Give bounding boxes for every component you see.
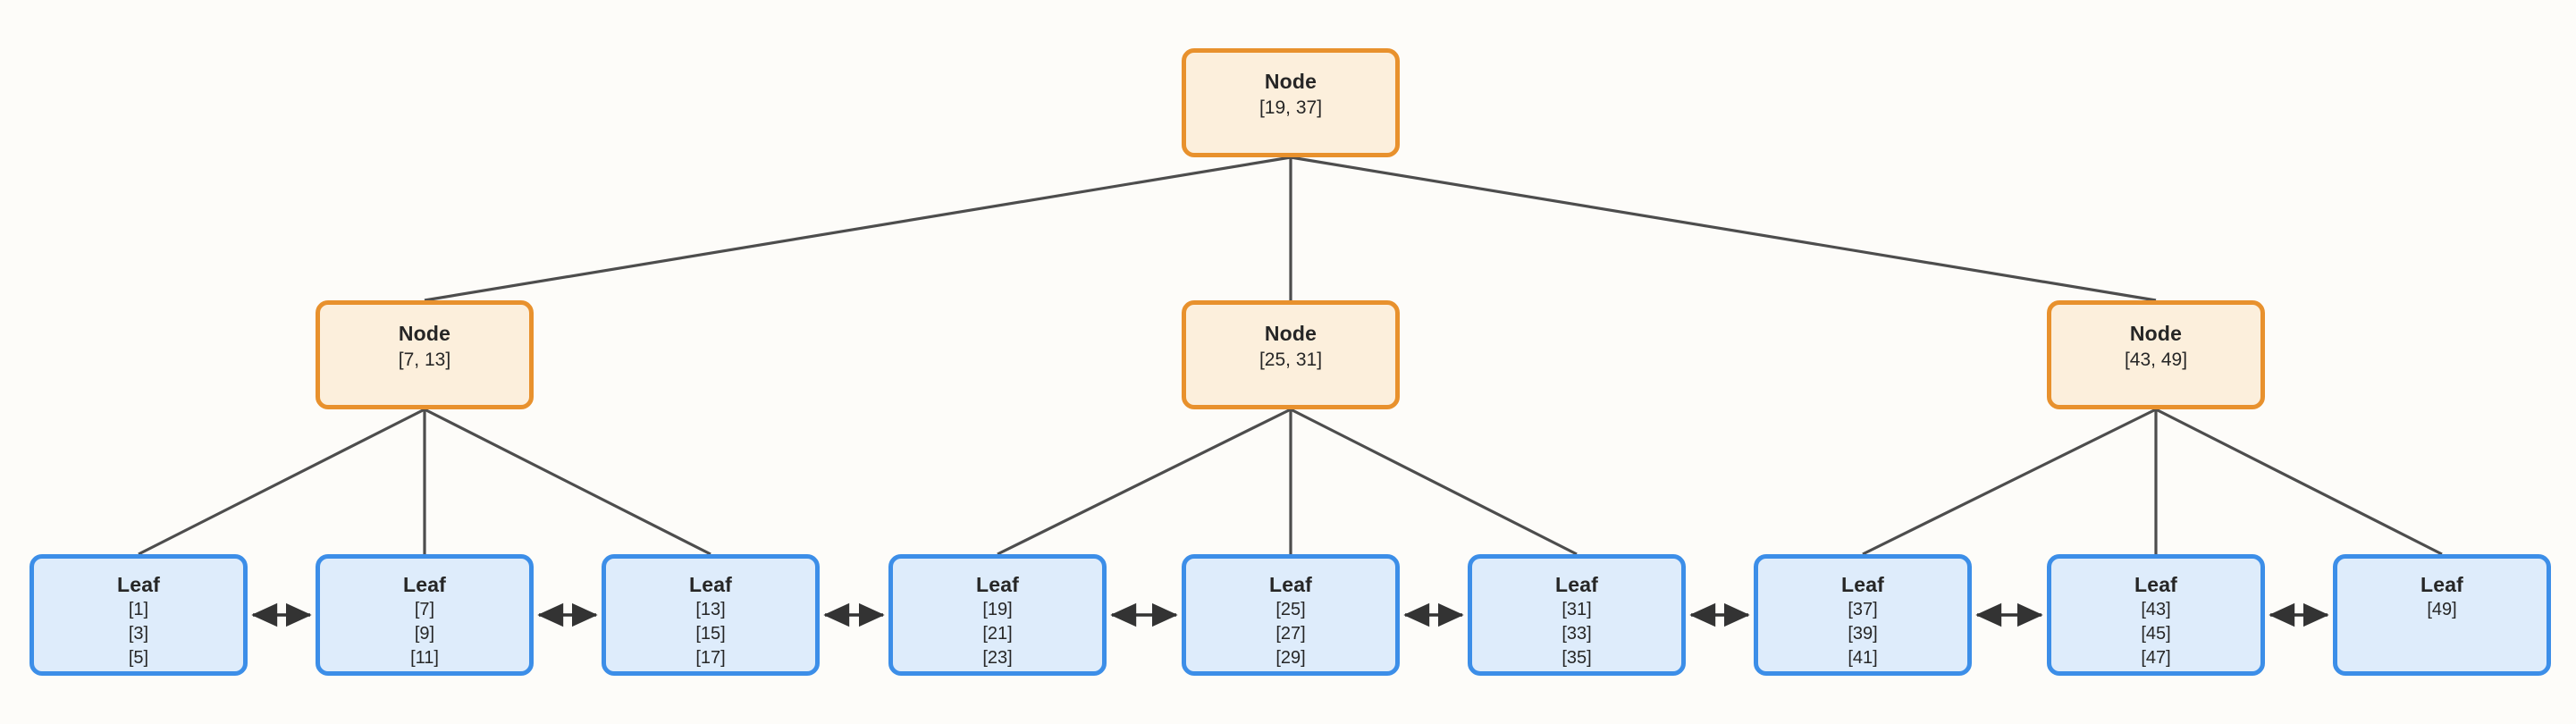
tree-edge bbox=[1290, 408, 1578, 556]
leaf-label: Leaf bbox=[2420, 573, 2464, 596]
tree-edge bbox=[138, 408, 425, 556]
root-node[interactable]: Node [19, 37] bbox=[1182, 48, 1400, 157]
leaf-node[interactable]: Leaf [25] [27] [29] bbox=[1182, 554, 1400, 676]
leaf-node[interactable]: Leaf [49] bbox=[2333, 554, 2551, 676]
leaf-value: [43] bbox=[2141, 600, 2171, 619]
leaf-node[interactable]: Leaf [31] [33] [35] bbox=[1468, 554, 1686, 676]
tree-edge bbox=[2155, 408, 2443, 556]
node-keys: [43, 49] bbox=[2124, 349, 2188, 370]
leaf-label: Leaf bbox=[1840, 573, 1885, 596]
leaf-value: [33] bbox=[1562, 624, 1592, 644]
leaf-value: [19] bbox=[982, 600, 1013, 619]
tree-edge bbox=[1862, 408, 2157, 556]
leaf-node[interactable]: Leaf [13] [15] [17] bbox=[602, 554, 820, 676]
node-keys: [19, 37] bbox=[1259, 97, 1323, 118]
tree-edge bbox=[997, 408, 1292, 556]
leaf-label: Leaf bbox=[402, 573, 447, 596]
leaf-value: [45] bbox=[2141, 624, 2171, 644]
leaf-value: [29] bbox=[1275, 648, 1306, 668]
leaf-node[interactable]: Leaf [37] [39] [41] bbox=[1754, 554, 1972, 676]
leaf-value: [23] bbox=[982, 648, 1013, 668]
internal-node[interactable]: Node [43, 49] bbox=[2047, 300, 2265, 409]
node-label: Node bbox=[398, 322, 451, 345]
leaf-value: [21] bbox=[982, 624, 1013, 644]
tree-edge bbox=[424, 156, 1292, 302]
leaf-node[interactable]: Leaf [43] [45] [47] bbox=[2047, 554, 2265, 676]
leaf-value: [13] bbox=[695, 600, 726, 619]
internal-node[interactable]: Node [25, 31] bbox=[1182, 300, 1400, 409]
tree-edge bbox=[424, 408, 711, 556]
leaf-value: [27] bbox=[1275, 624, 1306, 644]
node-label: Node bbox=[1264, 322, 1317, 345]
leaf-label: Leaf bbox=[975, 573, 1020, 596]
node-label: Node bbox=[1264, 70, 1317, 93]
node-keys: [25, 31] bbox=[1259, 349, 1323, 370]
leaf-label: Leaf bbox=[688, 573, 733, 596]
leaf-value: [31] bbox=[1562, 600, 1592, 619]
leaf-value: [11] bbox=[410, 648, 439, 668]
leaf-node[interactable]: Leaf [1] [3] [5] bbox=[29, 554, 248, 676]
leaf-value: [39] bbox=[1848, 624, 1878, 644]
leaf-value: [5] bbox=[128, 648, 149, 668]
leaf-label: Leaf bbox=[1268, 573, 1313, 596]
leaf-value: [7] bbox=[414, 600, 435, 619]
internal-node[interactable]: Node [7, 13] bbox=[316, 300, 534, 409]
leaf-value: [37] bbox=[1848, 600, 1878, 619]
leaf-value: [41] bbox=[1848, 648, 1878, 668]
leaf-value: [9] bbox=[414, 624, 435, 644]
leaf-value: [49] bbox=[2427, 600, 2457, 619]
leaf-value: [25] bbox=[1275, 600, 1306, 619]
leaf-value: [35] bbox=[1562, 648, 1592, 668]
leaf-node[interactable]: Leaf [19] [21] [23] bbox=[888, 554, 1107, 676]
tree-edge bbox=[1290, 156, 2157, 302]
leaf-value: [1] bbox=[128, 600, 149, 619]
leaf-value: [47] bbox=[2141, 648, 2171, 668]
node-keys: [7, 13] bbox=[398, 349, 451, 370]
leaf-label: Leaf bbox=[116, 573, 161, 596]
leaf-label: Leaf bbox=[1554, 573, 1599, 596]
leaf-node[interactable]: Leaf [7] [9] [11] bbox=[316, 554, 534, 676]
node-label: Node bbox=[2129, 322, 2183, 345]
leaf-label: Leaf bbox=[2134, 573, 2178, 596]
leaf-value: [17] bbox=[695, 648, 726, 668]
leaf-value: [3] bbox=[128, 624, 149, 644]
leaf-value: [15] bbox=[695, 624, 726, 644]
